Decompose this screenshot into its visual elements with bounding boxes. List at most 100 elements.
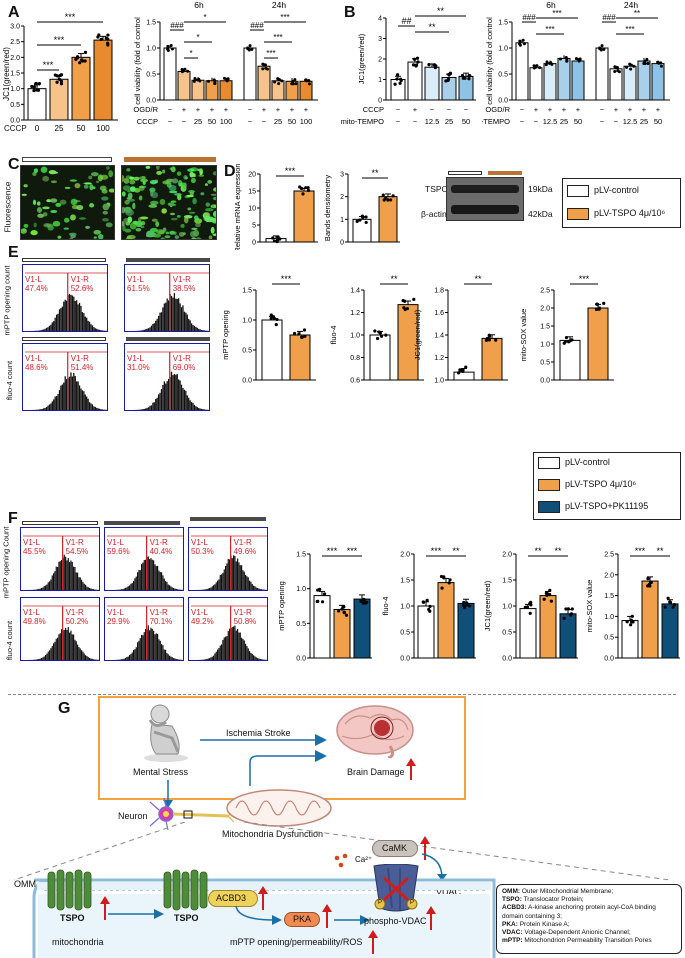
cell-spot (198, 174, 205, 177)
histogram-bin (241, 637, 243, 660)
cell-spot (178, 180, 183, 187)
y-tick-label: 1.2 (434, 355, 444, 362)
gate-right-label: V1-R (70, 275, 89, 284)
cell-spot (105, 222, 113, 228)
histogram-bin (63, 629, 65, 660)
histogram-bin (40, 330, 42, 331)
row-value: 50 (574, 117, 582, 126)
histogram-bin (167, 584, 169, 590)
g-camk-badge (372, 840, 418, 857)
histogram-bin (123, 588, 125, 590)
histogram-bin (237, 628, 239, 660)
gate-left-value: 29.9% (107, 617, 130, 626)
histogram-bin (195, 326, 197, 331)
y-tick-label: 1.5 (498, 20, 508, 27)
data-point (629, 67, 633, 71)
legend-swatch-tspo (567, 208, 589, 220)
histogram-bin (55, 396, 58, 410)
histogram-bin (257, 588, 259, 590)
data-point (565, 57, 569, 61)
cell-spot (125, 209, 134, 216)
e-histo-ylabel-top: mPTP opening count (2, 265, 12, 336)
histogram-bin (217, 649, 219, 660)
g-vdac: VDAC (436, 887, 462, 897)
histogram-bin (81, 312, 84, 331)
data-point (659, 64, 663, 68)
cell-spot (100, 174, 109, 180)
cell-spot (151, 191, 159, 199)
y-tick-label: 0.5 (400, 630, 410, 637)
sig-label: ### (170, 21, 184, 30)
cell-spot (102, 203, 110, 211)
cell-spot (90, 172, 99, 177)
row-value: − (430, 105, 435, 114)
histogram-bin (133, 580, 135, 590)
data-point (545, 60, 549, 64)
cell-spot (170, 200, 177, 203)
histogram-bin (89, 587, 91, 590)
data-point (532, 64, 536, 68)
e-top-bar-control (22, 258, 106, 262)
row-value: 25 (274, 117, 282, 126)
histogram-bin (149, 559, 151, 590)
histogram-bin (98, 329, 101, 331)
y-tick-label: 0.6 (350, 378, 360, 385)
cell-spot (69, 179, 78, 182)
row-label: OGD/R (133, 105, 158, 114)
histogram-bin (262, 659, 264, 660)
histogram-bin (182, 387, 184, 410)
data-point (37, 81, 41, 86)
data-point (487, 338, 491, 342)
histogram-bin (90, 403, 92, 410)
histogram-bin (39, 658, 41, 660)
histogram-bin (205, 659, 207, 660)
histogram-bin (91, 404, 94, 410)
histogram-bin (85, 584, 87, 590)
data-point (393, 82, 397, 86)
row-value: − (614, 117, 619, 126)
cell-spot (208, 235, 213, 239)
histogram-bin (127, 656, 129, 660)
cell-spot (33, 222, 37, 228)
sig-label: *** (280, 13, 289, 22)
cell-spot (210, 204, 216, 209)
histogram-bin (86, 396, 88, 410)
cell-spot (207, 179, 213, 184)
f-bar-control (22, 521, 98, 525)
data-point (306, 188, 311, 193)
row-value: − (600, 105, 605, 114)
histogram-bin (58, 390, 61, 410)
histogram-bin (209, 658, 211, 660)
cell-spot (122, 185, 131, 191)
histogram-bin (245, 643, 247, 660)
gate-left-value: 45.5% (23, 547, 46, 556)
row-value: + (290, 105, 295, 114)
sig-label: *** (327, 546, 338, 556)
histogram-bin (122, 589, 124, 590)
g-pka-vdac-arrow (334, 915, 370, 925)
y-tick-label: 0 (252, 240, 256, 247)
cell-spot (98, 233, 104, 239)
histogram-bin (158, 639, 160, 660)
gate-left-value: 31.0% (127, 363, 150, 372)
histogram-bin (78, 647, 80, 660)
cell-spot (122, 191, 126, 197)
data-point (263, 63, 267, 67)
sig-label: *** (43, 60, 54, 70)
cell-spot (195, 222, 201, 228)
histogram-bin (74, 300, 76, 331)
sig-label: ** (474, 274, 482, 284)
histogram-bin (134, 649, 136, 660)
data-point (542, 597, 546, 601)
histogram-bin (159, 312, 161, 331)
histogram-bin (231, 627, 233, 660)
cell-spot (191, 227, 198, 230)
histogram-bin (140, 330, 143, 331)
cell-spot (149, 179, 158, 185)
data-point (462, 600, 466, 605)
sig-label: *** (266, 49, 275, 58)
bar (529, 67, 543, 101)
